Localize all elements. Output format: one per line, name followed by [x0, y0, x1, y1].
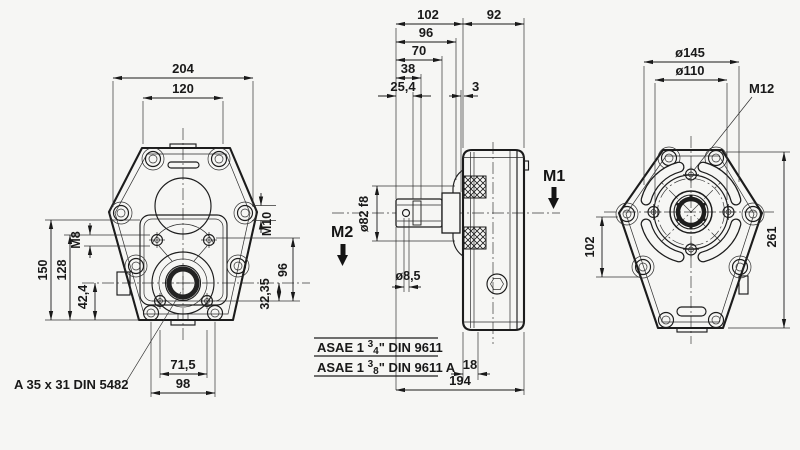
front-view-dimensions: 204 120 150 128 M8 42,4 M10 96 32,35	[14, 61, 300, 397]
side-lug	[116, 271, 131, 296]
dim-42-4: 42,4	[76, 285, 90, 309]
bottom-lug-rear	[676, 327, 708, 333]
bottom-lug	[170, 319, 196, 326]
housing-corner-bolts	[109, 147, 257, 322]
asae-option-1: ASAE 1 34" DIN 9611	[317, 339, 443, 357]
asae-spline-table: ASAE 1 34" DIN 9611 ASAE 1 38" DIN 9611 …	[314, 337, 456, 377]
dim-m8: M8	[69, 231, 83, 248]
rear-corner-bolts	[615, 146, 765, 329]
dim-96-front: 96	[276, 263, 290, 277]
dim-3: 3	[472, 79, 479, 94]
side-lug-rear	[738, 275, 749, 295]
dim-70: 70	[412, 43, 426, 58]
dim-150: 150	[36, 260, 50, 281]
dim-204: 204	[172, 61, 194, 76]
port-label-m1: M1	[543, 168, 565, 185]
m1-flow-arrow	[548, 187, 559, 209]
drain-plug	[486, 273, 508, 295]
output-spline-bore	[151, 251, 215, 315]
dim-120: 120	[172, 81, 194, 96]
upper-bearing	[463, 175, 487, 199]
dim-261: 261	[765, 227, 779, 248]
dim-32-35: 32,35	[258, 278, 272, 309]
dim-96-side: 96	[419, 25, 433, 40]
dim-102-rear: 102	[583, 237, 597, 258]
pto-flange	[640, 161, 742, 263]
pto-spline-bore	[669, 190, 713, 234]
dome-bore	[154, 177, 212, 235]
dim-dia8-5: ø8,5	[395, 269, 420, 283]
input-shaft	[395, 192, 461, 234]
cross-hole	[401, 208, 411, 218]
vent-slot-rear	[676, 306, 707, 317]
callout-m12: M12	[749, 81, 774, 96]
front-view	[82, 128, 310, 342]
dim-194: 194	[449, 373, 471, 388]
dim-71-5: 71,5	[170, 357, 195, 372]
dim-98: 98	[176, 376, 190, 391]
rear-view	[604, 136, 774, 344]
dim-102-side: 102	[417, 7, 439, 22]
dim-92: 92	[487, 7, 501, 22]
lower-bearing	[463, 226, 487, 250]
dim-dia110: ø110	[676, 63, 705, 78]
dim-38: 38	[401, 61, 415, 76]
m12-holes	[645, 166, 737, 258]
port-label-m2: M2	[331, 224, 353, 241]
mounting-slots	[640, 161, 742, 263]
asae-option-2: ASAE 1 38" DIN 9611 A	[317, 359, 456, 377]
dim-128: 128	[55, 260, 69, 281]
side-view-dimensions: 102 92 96 70 38 25,4 3 ø82 f8 ø8,5 18 19	[314, 7, 525, 395]
dim-25-4: 25,4	[390, 79, 416, 94]
dim-dia82: ø82 f8	[357, 196, 371, 232]
dim-dia145: ø145	[675, 45, 705, 60]
body-tab	[523, 160, 530, 171]
m2-flow-arrow	[337, 244, 348, 266]
side-view: M1 M2	[331, 142, 565, 344]
vent-slot	[167, 161, 200, 169]
housing-body	[461, 148, 526, 332]
top-lug	[169, 143, 197, 149]
spline-callout: A 35 x 31 DIN 5482	[14, 377, 128, 392]
dim-18: 18	[463, 357, 477, 372]
dim-m10: M10	[260, 212, 274, 236]
rear-view-dimensions: ø145 ø110 M12 102 261	[583, 45, 790, 329]
